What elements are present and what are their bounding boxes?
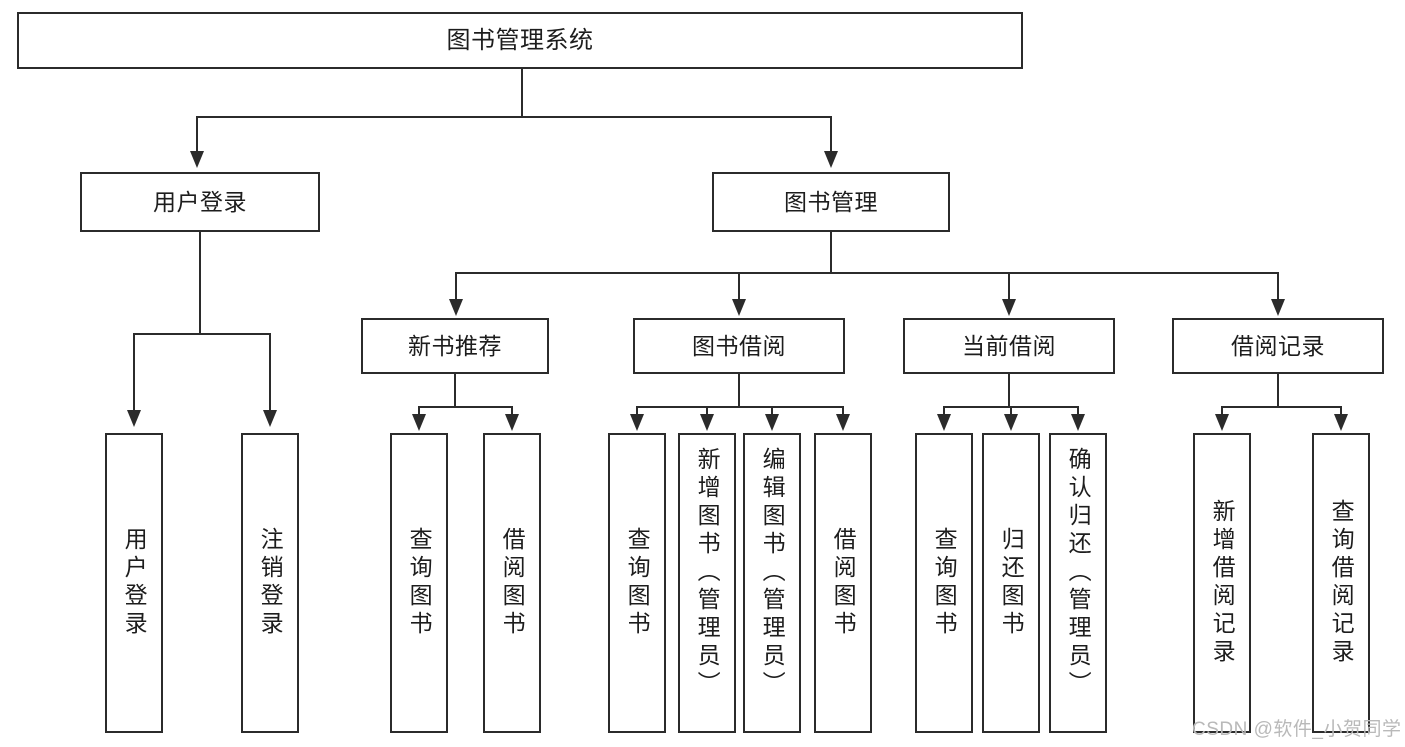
leaf-borrow-record-add-record[interactable]: 新增借阅记录 — [1193, 433, 1251, 733]
node-label: 注销登录 — [257, 527, 284, 639]
leaf-user-login-logout[interactable]: 注销登录 — [241, 433, 299, 733]
connector-to-current-borrow — [1008, 272, 1010, 302]
arrowhead-book-borrow-leaf3 — [765, 414, 779, 431]
connector-level2-bus — [455, 272, 1277, 274]
arrowhead-to-new-book-recommend — [449, 299, 463, 316]
leaf-current-borrow-query-book[interactable]: 查询图书 — [915, 433, 973, 733]
connector-user-login-stem — [199, 232, 201, 334]
leaf-user-login-login[interactable]: 用户登录 — [105, 433, 163, 733]
connector-book-borrow-leaf4 — [842, 406, 844, 418]
connector-book-borrow-bus — [636, 406, 844, 408]
node-label: 新增图书（管理员） — [694, 447, 721, 699]
connector-book-borrow-leaf1 — [636, 406, 638, 418]
arrowhead-current-borrow-leaf2 — [1004, 414, 1018, 431]
arrowhead-to-current-borrow — [1002, 299, 1016, 316]
node-label: 图书管理 — [784, 188, 878, 215]
connector-new-book-recommend-leaf1 — [418, 406, 420, 418]
arrowhead-to-book-borrow — [732, 299, 746, 316]
node-book-management[interactable]: 图书管理 — [712, 172, 950, 232]
node-label: 图书管理系统 — [446, 26, 594, 54]
node-label: 用户登录 — [121, 527, 148, 639]
node-root-book-management-system[interactable]: 图书管理系统 — [17, 12, 1023, 69]
arrowhead-borrow-record-leaf2 — [1334, 414, 1348, 431]
connector-root-stem — [521, 69, 523, 117]
node-label: 确认归还（管理员） — [1065, 447, 1092, 699]
connector-book-borrow-stem — [738, 374, 740, 408]
node-new-book-recommend[interactable]: 新书推荐 — [361, 318, 549, 374]
connector-user-login-leaf2 — [269, 333, 271, 413]
node-label: 借阅记录 — [1231, 332, 1325, 359]
node-label: 当前借阅 — [962, 332, 1056, 359]
arrowhead-book-borrow-leaf1 — [630, 414, 644, 431]
leaf-current-borrow-return-book[interactable]: 归还图书 — [982, 433, 1040, 733]
connector-borrow-record-leaf1 — [1221, 406, 1223, 418]
connector-borrow-record-bus — [1221, 406, 1341, 408]
connector-new-book-recommend-leaf2 — [511, 406, 513, 418]
connector-borrow-record-leaf2 — [1340, 406, 1342, 418]
connector-to-borrow-record — [1277, 272, 1279, 302]
arrowhead-book-borrow-leaf4 — [836, 414, 850, 431]
leaf-new-book-recommend-query-book[interactable]: 查询图书 — [390, 433, 448, 733]
connector-user-login-leaf1 — [133, 333, 135, 413]
node-label: 查询图书 — [624, 527, 651, 639]
node-label: 图书借阅 — [692, 332, 786, 359]
connector-user-login-bus — [133, 333, 269, 335]
leaf-book-borrow-add-book-admin[interactable]: 新增图书（管理员） — [678, 433, 736, 733]
arrowhead-new-book-recommend-leaf2 — [505, 414, 519, 431]
node-book-borrow[interactable]: 图书借阅 — [633, 318, 845, 374]
node-label: 归还图书 — [998, 527, 1025, 639]
arrowhead-user-login-leaf1 — [127, 410, 141, 427]
arrowhead-current-borrow-leaf1 — [937, 414, 951, 431]
connector-borrow-record-stem — [1277, 374, 1279, 408]
watermark-text: CSDN @软件_小贺同学 — [1192, 719, 1402, 740]
connector-to-book-borrow — [738, 272, 740, 302]
node-label: 查询图书 — [406, 527, 433, 639]
arrowhead-to-book-management — [824, 151, 838, 168]
node-current-borrow[interactable]: 当前借阅 — [903, 318, 1115, 374]
leaf-book-borrow-edit-book-admin[interactable]: 编辑图书（管理员） — [743, 433, 801, 733]
leaf-borrow-record-query-record[interactable]: 查询借阅记录 — [1312, 433, 1370, 733]
arrowhead-current-borrow-leaf3 — [1071, 414, 1085, 431]
connector-current-borrow-leaf3 — [1077, 406, 1079, 418]
node-label: 用户登录 — [153, 188, 247, 215]
arrowhead-to-user-login — [190, 151, 204, 168]
connector-level1-bus — [196, 116, 832, 118]
node-label: 查询图书 — [931, 527, 958, 639]
node-borrow-record[interactable]: 借阅记录 — [1172, 318, 1384, 374]
node-label: 查询借阅记录 — [1328, 499, 1355, 667]
arrowhead-book-borrow-leaf2 — [700, 414, 714, 431]
connector-current-borrow-leaf2 — [1010, 406, 1012, 418]
connector-book-borrow-leaf2 — [706, 406, 708, 418]
connector-new-book-recommend-bus — [418, 406, 513, 408]
node-label: 新增借阅记录 — [1209, 499, 1236, 667]
leaf-new-book-recommend-borrow-book[interactable]: 借阅图书 — [483, 433, 541, 733]
connector-to-user-login — [196, 116, 198, 154]
arrowhead-borrow-record-leaf1 — [1215, 414, 1229, 431]
connector-current-borrow-stem — [1008, 374, 1010, 408]
leaf-current-borrow-confirm-return-admin[interactable]: 确认归还（管理员） — [1049, 433, 1107, 733]
connector-new-book-recommend-stem — [454, 374, 456, 408]
connector-book-management-stem — [830, 232, 832, 274]
node-label: 新书推荐 — [408, 332, 502, 359]
node-label: 编辑图书（管理员） — [759, 447, 786, 699]
connector-to-new-book-recommend — [455, 272, 457, 302]
node-label: 借阅图书 — [830, 527, 857, 639]
arrowhead-user-login-leaf2 — [263, 410, 277, 427]
connector-book-borrow-leaf3 — [771, 406, 773, 418]
node-user-login[interactable]: 用户登录 — [80, 172, 320, 232]
leaf-book-borrow-query-book[interactable]: 查询图书 — [608, 433, 666, 733]
node-label: 借阅图书 — [499, 527, 526, 639]
connector-current-borrow-leaf1 — [943, 406, 945, 418]
connector-to-book-management — [830, 116, 832, 154]
arrowhead-to-borrow-record — [1271, 299, 1285, 316]
leaf-book-borrow-borrow-book[interactable]: 借阅图书 — [814, 433, 872, 733]
arrowhead-new-book-recommend-leaf1 — [412, 414, 426, 431]
csdn-watermark: CSDN @软件_小贺同学 — [1192, 714, 1401, 741]
